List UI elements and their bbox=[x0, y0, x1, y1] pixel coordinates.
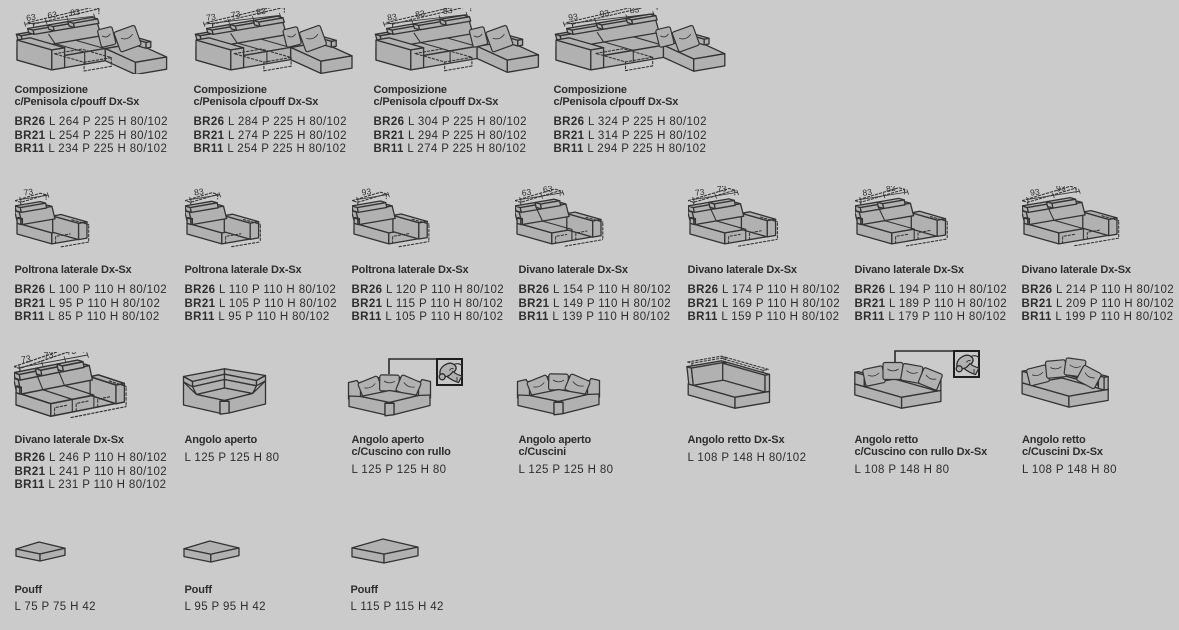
svg-text:83: 83 bbox=[414, 8, 425, 19]
svg-text:73: 73 bbox=[716, 186, 727, 194]
svg-text:83: 83 bbox=[861, 187, 872, 198]
svg-text:73: 73 bbox=[21, 353, 32, 365]
svg-text:93: 93 bbox=[598, 8, 609, 19]
svg-text:93: 93 bbox=[1055, 186, 1066, 194]
svg-text:83: 83 bbox=[386, 11, 397, 22]
svg-text:63: 63 bbox=[521, 187, 532, 198]
svg-text:73: 73 bbox=[22, 186, 33, 197]
svg-text:73: 73 bbox=[66, 352, 77, 357]
svg-text:73: 73 bbox=[230, 9, 241, 20]
svg-text:63: 63 bbox=[542, 186, 553, 195]
svg-text:93: 93 bbox=[1029, 186, 1040, 197]
svg-text:83: 83 bbox=[885, 186, 896, 194]
svg-text:63: 63 bbox=[46, 9, 57, 20]
svg-text:83: 83 bbox=[628, 8, 639, 15]
svg-text:83: 83 bbox=[255, 8, 266, 17]
svg-text:83: 83 bbox=[442, 8, 453, 16]
svg-text:83: 83 bbox=[69, 8, 80, 18]
svg-text:83: 83 bbox=[193, 186, 204, 197]
svg-text:93: 93 bbox=[360, 186, 371, 197]
svg-text:73: 73 bbox=[205, 11, 216, 22]
svg-text:63: 63 bbox=[25, 12, 36, 23]
svg-text:73: 73 bbox=[694, 187, 705, 198]
svg-text:73: 73 bbox=[43, 352, 54, 361]
svg-text:93: 93 bbox=[567, 11, 578, 22]
